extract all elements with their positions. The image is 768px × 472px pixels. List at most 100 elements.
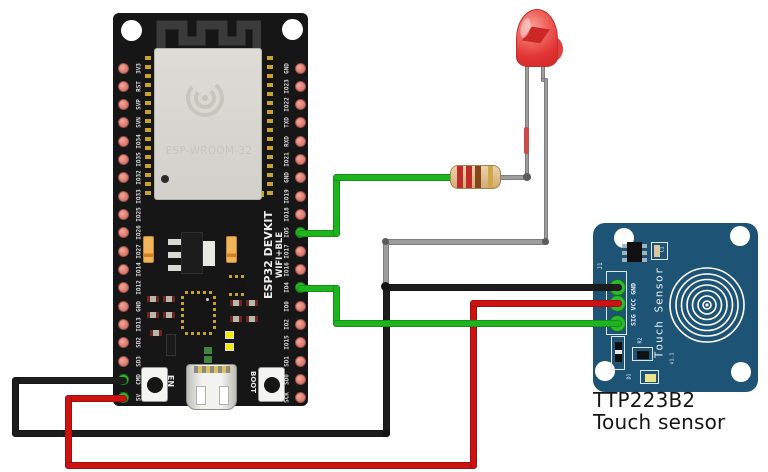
u1-lead [642, 244, 647, 248]
esp-pin-right-SD1-16 [294, 355, 306, 367]
esp-wroom-shield: ESP-WROOM-32 [154, 48, 262, 200]
junction-dot [382, 429, 390, 437]
vcc-wire-segment [469, 299, 477, 469]
shield-pin1-dot [161, 175, 169, 183]
boot-button [258, 367, 285, 402]
regulator-lead-2 [168, 252, 181, 258]
esp-pin-right-IO0-13 [294, 300, 306, 312]
touch-hole-bl [595, 361, 615, 381]
esp-pin-right-IO18-8 [294, 209, 306, 221]
caption-line1: TTP223B2 [593, 388, 696, 412]
esp-pin-right-IO2-14 [294, 319, 306, 331]
small-chip-pads-top [229, 275, 245, 278]
mcu-pads-bottom [185, 332, 212, 335]
usb-slot-left [196, 386, 206, 405]
esp-pin-right-SD0-17 [294, 374, 306, 386]
resistor-band-gold [488, 166, 493, 188]
esp32-mount-hole-right [282, 19, 303, 40]
caption-line2: Touch sensor [593, 410, 726, 434]
mcu-pads-top [185, 291, 212, 294]
esp-pin-left-SD2 [117, 337, 129, 349]
touch-hole-br [731, 362, 751, 382]
vcc-wire-segment [64, 461, 477, 469]
esp-pin-right-GND-0 [294, 62, 306, 74]
esp-pin-left-IO27 [117, 245, 129, 257]
esp-pin-right-IO17-10 [294, 245, 306, 257]
usb-contacts [194, 366, 231, 373]
usb-slot-right [219, 386, 229, 405]
esp-pin-right-RXD-4 [294, 135, 306, 147]
junction-dot [381, 282, 390, 291]
smd-resistor [230, 300, 242, 306]
mcu-pads-right [213, 296, 216, 330]
esp-pin-left-RST [117, 80, 129, 92]
gnd-wire-segment [382, 283, 622, 291]
en-button [141, 367, 168, 402]
yellow-led-2 [225, 343, 234, 351]
smd-resistor [163, 296, 175, 302]
led-left-leg-segment [525, 56, 529, 177]
boot-button-cap [264, 377, 280, 393]
smd-capacitor-black [166, 334, 176, 356]
c1-capacitor [651, 242, 668, 260]
led-cathode-wire-segment [383, 239, 389, 289]
signal-led-wire-segment [332, 173, 456, 181]
resistor-bands [450, 165, 501, 189]
signal-touch-wire-segment [332, 284, 340, 327]
esp-pin-right-TXD-3 [294, 117, 306, 129]
r1-resistor [611, 336, 625, 370]
esp-pin-right-IO21-5 [294, 154, 306, 166]
u1-chip [627, 242, 642, 262]
esp-pin-left-IO12 [117, 282, 129, 294]
capacitor-right [226, 236, 237, 263]
vcc-wire-segment [469, 299, 622, 307]
smd-resistor [147, 296, 159, 302]
r2-body [637, 351, 649, 359]
esp-pin-right-IO15-15 [294, 337, 306, 349]
esp-pin-left-IO34 [117, 135, 129, 147]
resistor-band-brown [475, 166, 481, 188]
c1-body [654, 245, 660, 257]
signal-led-wire-segment [332, 173, 340, 237]
u1-lead [622, 244, 627, 248]
resistor-band-red [457, 166, 463, 188]
smd-resistor [230, 316, 242, 322]
esp-pin-left-IO25 [117, 209, 129, 221]
esp-pin-left-IO26 [117, 227, 129, 239]
esp-pin-right-IO23-1 [294, 80, 306, 92]
shield-pads-left [145, 56, 151, 196]
regulator-tab [203, 241, 215, 266]
r1-band [615, 350, 622, 354]
esp-pin-left-SD3 [117, 355, 129, 367]
led-right-leg-segment [541, 56, 545, 82]
esp-pin-left-SVN [117, 117, 129, 129]
u1-lead [642, 258, 647, 262]
small-chip [228, 275, 246, 296]
gnd-wire-segment [11, 429, 390, 437]
regulator-lead-1 [168, 239, 181, 245]
micro-usb-connector [186, 364, 237, 410]
junction-dot [542, 238, 549, 245]
smd-resistor [163, 312, 175, 318]
led-cathode-wire-segment [383, 239, 549, 245]
esp-pin-left-IO33 [117, 190, 129, 202]
regulator-lead-3 [168, 265, 181, 271]
u1-lead [642, 251, 647, 255]
touch-sensor-caption: TTP223B2 Touch sensor [593, 389, 768, 433]
esp-pin-right-IO22-2 [294, 99, 306, 111]
shield-pads-right [267, 56, 273, 196]
smd-green-1 [204, 347, 212, 354]
vcc-wire-segment [64, 394, 72, 469]
smd-resistor [246, 300, 258, 306]
signal-led-wire-segment [296, 229, 340, 237]
d1-led [640, 370, 659, 384]
esp-pin-left-IO32 [117, 172, 129, 184]
espressif-logo-icon [186, 83, 224, 117]
junction-dot [523, 173, 531, 181]
esp-pin-left-3V3 [117, 62, 129, 74]
resistor-220 [450, 165, 501, 189]
resistor-band-red [466, 166, 472, 188]
small-chip-pads-bottom [229, 293, 245, 296]
